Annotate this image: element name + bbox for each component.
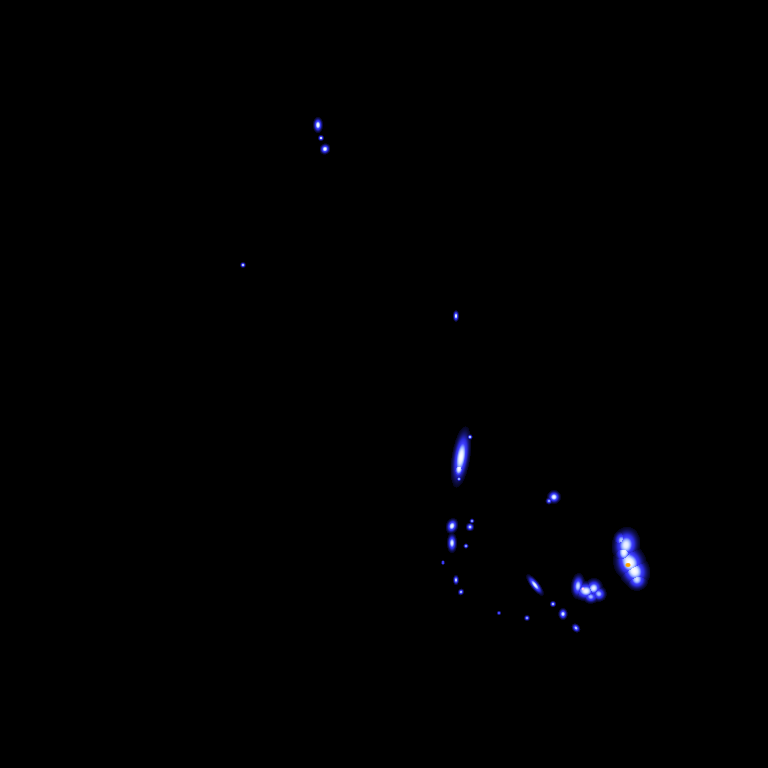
astronomical-field-canvas [0,0,768,768]
image-viewport [0,0,768,768]
